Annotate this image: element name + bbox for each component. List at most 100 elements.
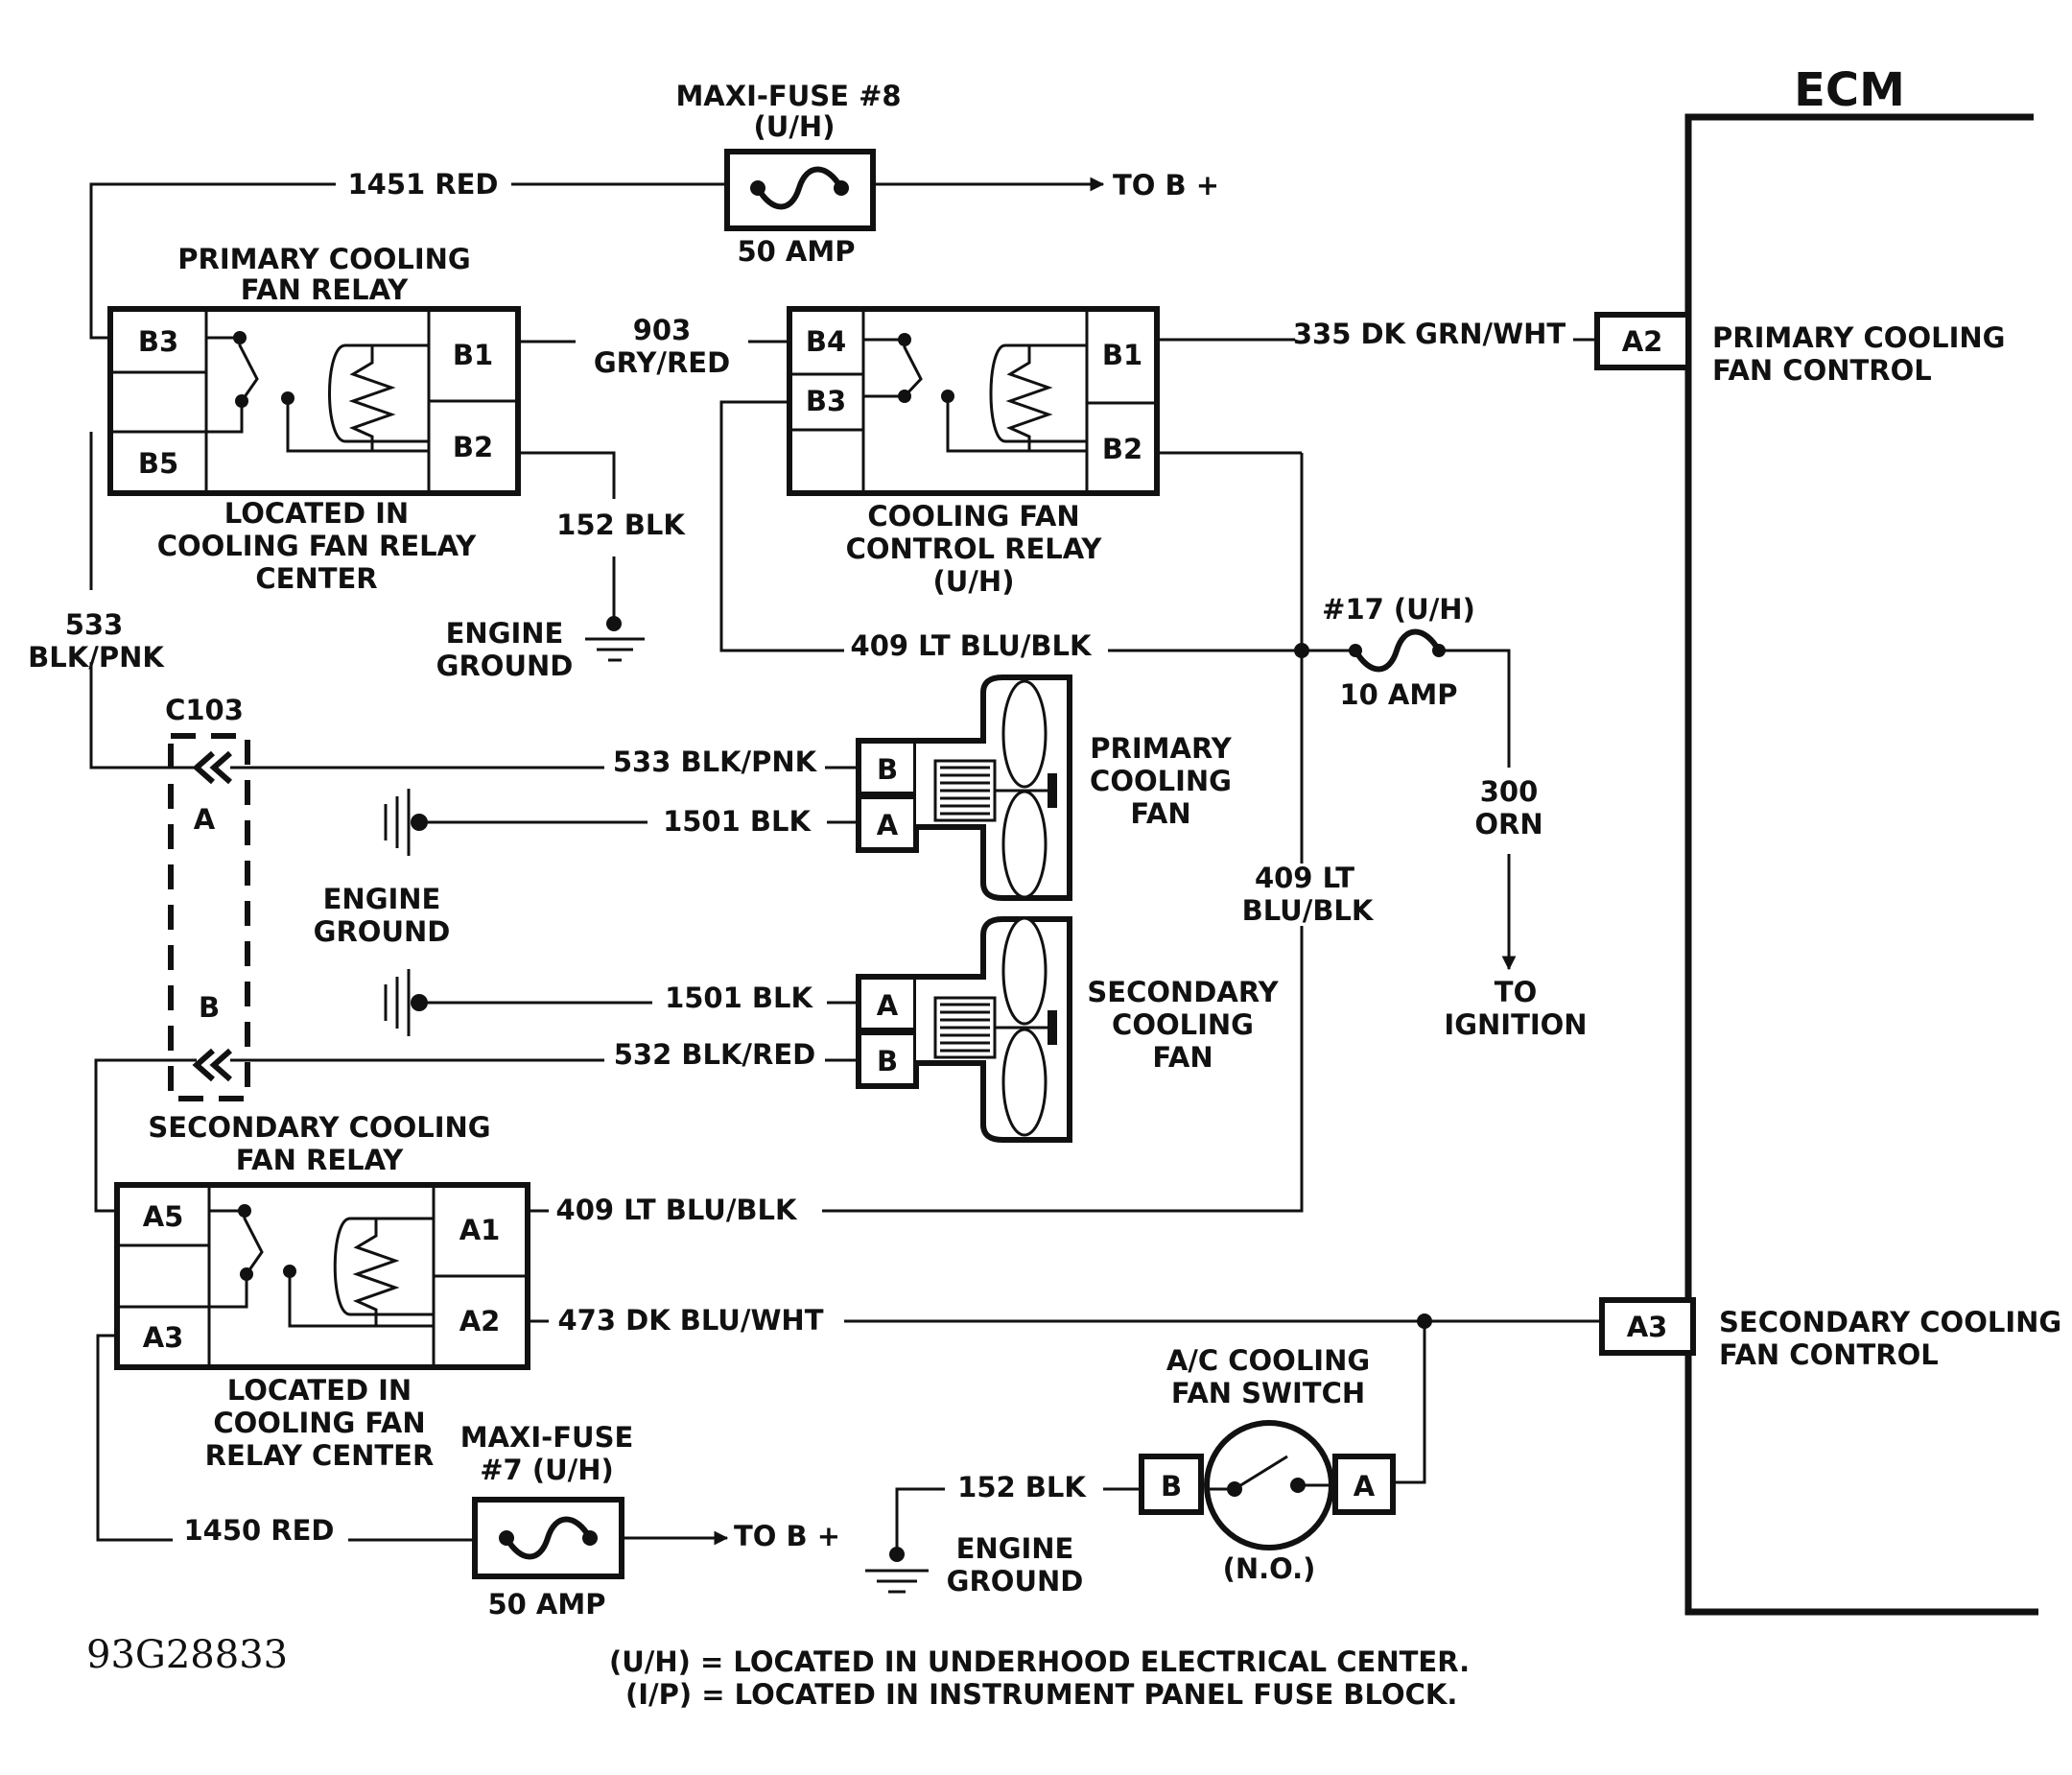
c103-pin-a: A xyxy=(194,803,216,836)
figure-id: 93G28833 xyxy=(86,1633,288,1677)
secondary-fan-title-line1: SECONDARY xyxy=(1087,976,1279,1008)
maxi-fuse-7-title-line1: MAXI-FUSE xyxy=(460,1421,634,1454)
wire-300-label-line2: ORN xyxy=(1474,808,1542,840)
control-relay-pin-b2: B2 xyxy=(1102,433,1142,465)
wire-533-fan-label: 533 BLK/PNK xyxy=(613,746,818,778)
ac-switch-pin-b xyxy=(1139,1454,1204,1515)
legend-ip: (I/P) = LOCATED IN INSTRUMENT PANEL FUSE… xyxy=(625,1678,1457,1711)
c103-title: C103 xyxy=(165,694,244,726)
wire-409-lt-blu-blk-low: 409 LT BLU/BLK xyxy=(528,1194,798,1226)
maxi-fuse-8-rating: 50 AMP xyxy=(737,235,855,268)
ecm-pin-a3 xyxy=(1599,1297,1696,1356)
ac-switch-state: (N.O.) xyxy=(1223,1552,1316,1585)
wire-152-blk-top: 152 BLK ENGINE GROUND xyxy=(436,451,686,682)
primary-relay-title-line2: FAN RELAY xyxy=(241,273,410,306)
wire-1451-red: 1451 RED xyxy=(89,168,1105,340)
ecm-secondary-control-line1: SECONDARY COOLING xyxy=(1719,1306,2061,1338)
primary-fan-pin-b-label: B xyxy=(877,753,898,786)
wire-409-mid-label: 409 LT BLU/BLK xyxy=(851,629,1093,662)
ac-switch-title-line1: A/C COOLING xyxy=(1166,1344,1370,1377)
wire-533-label-line1: 533 xyxy=(65,608,124,641)
fuse-17: #17 (U/H) 10 AMP 300 ORN TO IGNITION xyxy=(1302,593,1588,1041)
wire-409-vert-label-line1: 409 LT xyxy=(1255,862,1354,894)
ecm-pin-a3-label: A3 xyxy=(1627,1311,1668,1343)
maxi-fuse-7-title-line2: #7 (U/H) xyxy=(480,1454,614,1486)
wire-152-low-label: 152 BLK xyxy=(957,1471,1087,1503)
maxi-fuse-7-to-b-plus: TO B + xyxy=(734,1520,840,1552)
secondary-relay-title-line1: SECONDARY COOLING xyxy=(148,1111,490,1144)
primary-fan-pin-a xyxy=(856,793,919,853)
cooling-fan-control-relay: B4 B3 B1 B2 COOLING FAN CONTROL RELAY (U… xyxy=(787,306,1160,598)
primary-relay-pin-b1: B1 xyxy=(453,339,493,371)
secondary-fan-title-line3: FAN xyxy=(1152,1041,1213,1074)
wire-335-label: 335 DK GRN/WHT xyxy=(1293,318,1566,350)
secondary-fan-pin-b xyxy=(856,1030,919,1089)
primary-relay-pin-b5: B5 xyxy=(138,447,178,480)
wire-409-vert-label-line2: BLU/BLK xyxy=(1242,894,1375,927)
ecm-pin-a2-label: A2 xyxy=(1622,325,1663,358)
legend-uh: (U/H) = LOCATED IN UNDERHOOD ELECTRICAL … xyxy=(609,1645,1470,1678)
wire-533-label-line2: BLK/PNK xyxy=(28,641,165,674)
primary-relay-title-line1: PRIMARY COOLING xyxy=(177,243,470,275)
primary-relay-pin-b3: B3 xyxy=(138,325,178,358)
fuse-17-title: #17 (U/H) xyxy=(1322,593,1475,626)
control-relay-title-line2: CONTROL RELAY xyxy=(846,532,1103,565)
primary-fan-title-line2: COOLING xyxy=(1090,765,1232,797)
engine-ground-low-line2: GROUND xyxy=(947,1565,1084,1598)
wire-473-dk-blu-wht: 473 DK BLU/WHT xyxy=(528,1304,1602,1484)
primary-fan-title-line3: FAN xyxy=(1130,797,1190,830)
primary-relay-location-line2: COOLING FAN RELAY xyxy=(157,530,478,562)
engine-ground-top-line1: ENGINE xyxy=(446,617,564,650)
wire-409-low-label: 409 LT BLU/BLK xyxy=(556,1194,798,1226)
maxi-fuse-8-title: MAXI-FUSE #8 xyxy=(675,80,901,112)
secondary-relay-pin-a1: A1 xyxy=(459,1214,501,1246)
primary-relay-location-line1: LOCATED IN xyxy=(224,497,409,530)
primary-fan-title-line1: PRIMARY xyxy=(1090,732,1232,765)
maxi-fuse-8-to-b-plus: TO B + xyxy=(1113,169,1219,201)
ac-switch-title-line2: FAN SWITCH xyxy=(1171,1377,1365,1409)
c103-pin-b: B xyxy=(199,991,220,1024)
wire-1501-b-label: 1501 BLK xyxy=(665,982,813,1014)
secondary-relay-pin-a3: A3 xyxy=(143,1321,184,1354)
ecm-primary-control-line2: FAN CONTROL xyxy=(1712,354,1932,387)
secondary-fan-title-line2: COOLING xyxy=(1112,1008,1254,1041)
ac-switch-pin-a-label: A xyxy=(1354,1470,1376,1503)
wire-300-label-line1: 300 xyxy=(1480,775,1539,808)
secondary-relay-location-line2: COOLING FAN xyxy=(213,1407,425,1439)
connector-c103: C103 A B xyxy=(165,694,250,1101)
wire-903-label-line1: 903 xyxy=(633,314,692,346)
engine-ground-mid-line1: ENGINE xyxy=(323,883,441,915)
to-ignition-line1: TO xyxy=(1495,976,1537,1008)
maxi-fuse-7-rating: 50 AMP xyxy=(487,1588,605,1621)
ecm-title: ECM xyxy=(1794,63,1905,117)
primary-cooling-fan: 533 BLK/PNK 1501 BLK B A PRIMARY COOLING… xyxy=(230,674,1233,901)
secondary-relay-pin-a5: A5 xyxy=(143,1200,184,1233)
ecm-primary-control-line1: PRIMARY COOLING xyxy=(1712,321,2005,354)
secondary-cooling-fan: 1501 BLK 532 BLK/RED A B SECONDARY COOLI… xyxy=(230,916,1280,1143)
wire-903-gry-red: 903 GRY/RED xyxy=(518,314,789,379)
wire-1501-a-label: 1501 BLK xyxy=(663,805,812,838)
ac-switch-pin-b-label: B xyxy=(1161,1470,1182,1503)
secondary-relay-location-line1: LOCATED IN xyxy=(227,1374,412,1407)
wire-473-label: 473 DK BLU/WHT xyxy=(557,1304,823,1337)
primary-cooling-fan-relay: PRIMARY COOLING FAN RELAY B3 B5 B1 B2 LO… xyxy=(107,243,521,595)
secondary-relay-title-line2: FAN RELAY xyxy=(236,1144,405,1176)
ecm-secondary-control-line2: FAN CONTROL xyxy=(1719,1338,1939,1371)
secondary-relay-pin-a2: A2 xyxy=(459,1305,501,1337)
wire-1450-label: 1450 RED xyxy=(183,1514,334,1547)
maxi-fuse-8-location: (U/H) xyxy=(754,110,836,143)
control-relay-pin-b4: B4 xyxy=(806,325,846,358)
secondary-relay-location-line3: RELAY CENTER xyxy=(205,1439,435,1472)
wire-335-dk-grn-wht: 335 DK GRN/WHT xyxy=(1157,318,1597,350)
control-relay-title-line3: (U/H) xyxy=(933,565,1015,598)
wire-903-label-line2: GRY/RED xyxy=(594,346,730,379)
ecm-module: ECM A2 A3 PRIMARY COOLING FAN CONTROL SE… xyxy=(1594,63,2061,1616)
wire-533-blk-pnk: 533 BLK/PNK xyxy=(28,432,197,769)
engine-ground-mid-line2: GROUND xyxy=(314,915,451,948)
control-relay-pin-b3: B3 xyxy=(806,385,846,417)
maxi-fuse-8: MAXI-FUSE #8 (U/H) 50 AMP TO B + xyxy=(675,80,1219,268)
wire-152-top-label: 152 BLK xyxy=(556,509,686,541)
fuse-17-rating: 10 AMP xyxy=(1339,678,1457,711)
control-relay-pin-b1: B1 xyxy=(1102,339,1142,371)
